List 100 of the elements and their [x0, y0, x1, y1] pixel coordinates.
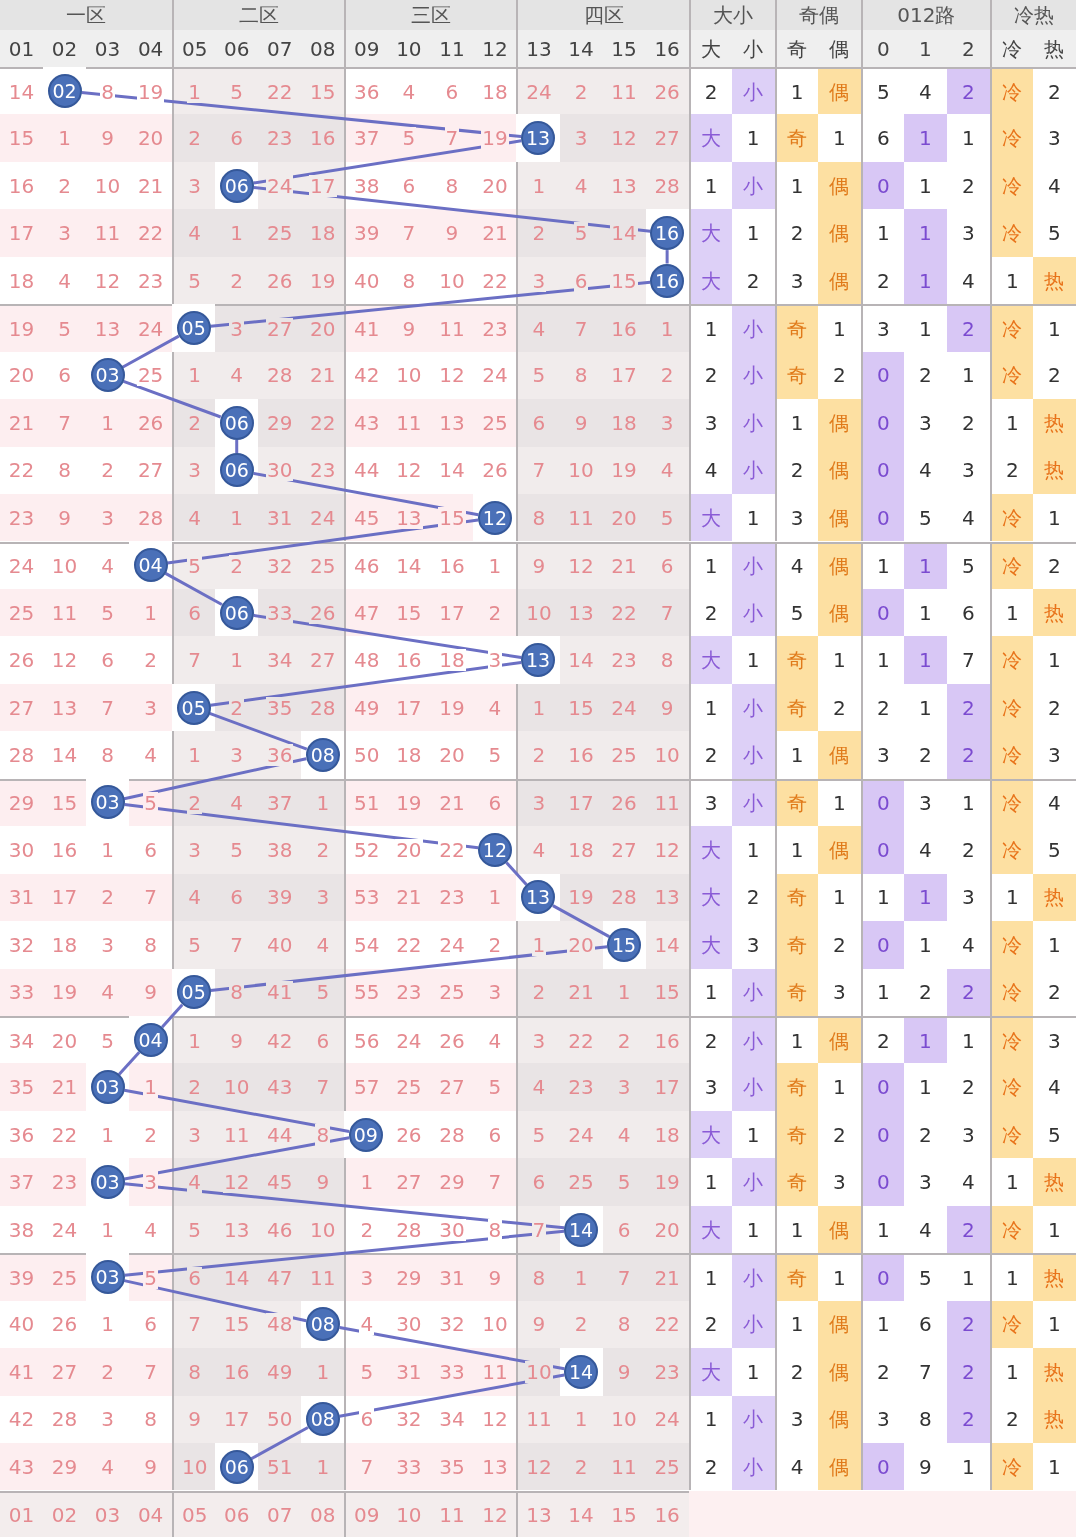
- table-cell: 5: [172, 921, 216, 969]
- table-cell: 冷: [989, 351, 1033, 400]
- table-cell: 36: [258, 731, 302, 779]
- table-cell: 1: [989, 1253, 1033, 1301]
- table-cell: 2: [86, 873, 130, 922]
- table-cell: 32: [258, 541, 302, 589]
- zone-header: 四区: [516, 0, 689, 30]
- table-cell: 27: [430, 1063, 474, 1111]
- table-cell: 冷: [989, 67, 1033, 115]
- table-cell: 33: [430, 1348, 474, 1396]
- table-cell: 1: [903, 541, 947, 589]
- zone-header: 一区: [0, 0, 173, 30]
- table-cell: 热: [1032, 1253, 1076, 1301]
- table-cell: 奇: [774, 1110, 818, 1159]
- table-cell: 2: [172, 1063, 216, 1111]
- table-cell: 2: [559, 1300, 603, 1349]
- table-cell: 大: [688, 1348, 732, 1396]
- table-cell: 10: [645, 731, 689, 779]
- table-cell: 35: [430, 1443, 474, 1491]
- table-cell: 1: [903, 114, 947, 162]
- table-cell: 19: [602, 446, 646, 495]
- table-cell: 9: [559, 399, 603, 447]
- table-cell: 19: [430, 683, 474, 732]
- table-cell: 小: [731, 588, 775, 637]
- table-cell: 19: [645, 1158, 689, 1206]
- table-cell: 17: [43, 873, 87, 922]
- table-cell: 11: [602, 1443, 646, 1491]
- table-cell: 34: [258, 636, 302, 684]
- table-cell: 18: [301, 209, 345, 257]
- column-header: 12: [473, 30, 517, 67]
- table-cell: 9: [387, 304, 431, 352]
- table-cell: 6: [172, 588, 216, 637]
- table-cell: 24: [645, 1395, 689, 1444]
- table-cell: 2: [946, 683, 990, 732]
- table-cell: 大: [688, 826, 732, 874]
- table-cell: 19: [559, 873, 603, 922]
- connector-line: [210, 280, 651, 328]
- table-cell: 奇: [774, 114, 818, 162]
- table-cell: 0: [860, 446, 904, 495]
- table-cell: 小: [731, 1253, 775, 1301]
- table-cell: 2: [946, 1300, 990, 1349]
- table-cell: 5: [473, 1063, 517, 1111]
- table-cell: 45: [258, 1158, 302, 1206]
- table-cell: 15: [215, 1300, 259, 1349]
- table-cell: 3: [473, 968, 517, 1016]
- table-cell: 1: [516, 161, 560, 210]
- table-cell: 2: [215, 541, 259, 589]
- table-cell: 7: [602, 1253, 646, 1301]
- table-cell: 小: [731, 1300, 775, 1349]
- table-cell: 小: [731, 731, 775, 779]
- table-cell: 11: [86, 209, 130, 257]
- table-cell: 15: [645, 968, 689, 1016]
- column-header: 12: [473, 1490, 517, 1537]
- table-cell: 1: [645, 304, 689, 352]
- table-cell: 47: [258, 1253, 302, 1301]
- table-cell: 1: [860, 541, 904, 589]
- table-cell: 28: [258, 351, 302, 400]
- table-cell: 25: [559, 1158, 603, 1206]
- table-cell: 7: [129, 873, 173, 922]
- table-cell: 11: [645, 778, 689, 827]
- table-cell: 37: [0, 1158, 44, 1206]
- table-cell: 热: [1032, 446, 1076, 495]
- table-cell: 25: [258, 209, 302, 257]
- table-cell: 0: [860, 1063, 904, 1111]
- column-header: 03: [86, 1490, 130, 1537]
- table-cell: 39: [258, 873, 302, 922]
- table-cell: 3: [129, 1158, 173, 1206]
- table-cell: 39: [344, 209, 388, 257]
- connector-line: [167, 518, 479, 565]
- table-cell: 14: [559, 636, 603, 684]
- table-cell: 22: [129, 209, 173, 257]
- column-header: 14: [559, 30, 603, 67]
- table-cell: 5: [215, 67, 259, 115]
- table-cell: 1: [129, 588, 173, 637]
- table-cell: 1: [602, 968, 646, 1016]
- table-cell: 8: [559, 351, 603, 400]
- table-cell: 14: [215, 1253, 259, 1301]
- number-ball: 08: [305, 738, 340, 772]
- table-cell: 5: [645, 494, 689, 542]
- table-cell: 3: [344, 1253, 388, 1301]
- table-cell: 15: [0, 114, 44, 162]
- table-cell: 1: [172, 67, 216, 115]
- column-header: 08: [301, 1490, 345, 1537]
- table-cell: 25: [430, 968, 474, 1016]
- table-cell: 8: [602, 1300, 646, 1349]
- column-header: 热: [1032, 30, 1076, 67]
- connector-line: [552, 904, 610, 938]
- table-cell: 21: [473, 209, 517, 257]
- table-cell: 1: [301, 1348, 345, 1396]
- table-cell: 13: [473, 1443, 517, 1491]
- table-cell: 热: [1032, 399, 1076, 447]
- table-cell: 1: [172, 1016, 216, 1064]
- table-cell: 2: [215, 256, 259, 305]
- table-cell: 2: [559, 1443, 603, 1491]
- table-cell: 7: [344, 1443, 388, 1491]
- table-cell: 10: [602, 1395, 646, 1444]
- table-cell: 9: [430, 209, 474, 257]
- connector-line: [124, 1136, 350, 1181]
- table-cell: 0: [860, 161, 904, 210]
- table-cell: 24: [516, 67, 560, 115]
